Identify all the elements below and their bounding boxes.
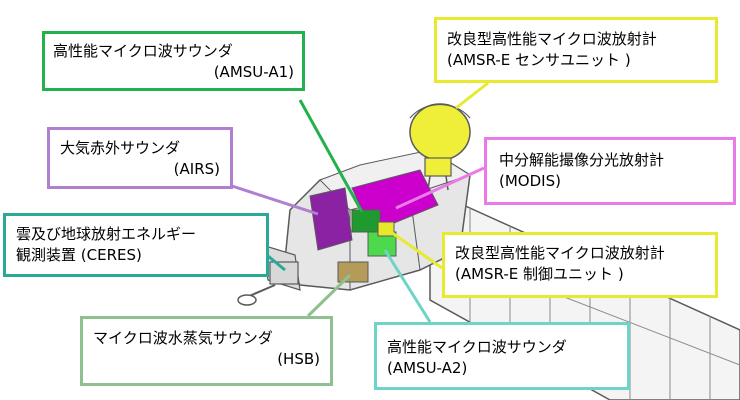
airs-instrument: [309, 187, 353, 251]
callout-modis-title: 中分解能撮像分光放射計: [499, 151, 665, 169]
callout-modis-code: (MODIS): [499, 172, 561, 190]
callout-ceres: 雲及び地球放射エネルギー 観測装置 (CERES): [3, 213, 269, 277]
callout-airs: 大気赤外サウンダ (AIRS): [47, 127, 233, 189]
airs-leader: [231, 184, 319, 216]
callout-airs-code: (AIRS): [173, 160, 220, 178]
callout-amsr-control-title: 改良型高性能マイクロ波放射計: [455, 244, 665, 262]
callout-airs-title: 大気赤外サウンダ: [60, 139, 181, 157]
amsu-a1-instrument: [351, 209, 381, 233]
callout-amsu-a1-title: 高性能マイクロ波サウンダ: [53, 42, 233, 60]
amsr-antenna: [409, 103, 471, 191]
callout-amsr-sensor: 改良型高性能マイクロ波放射計 (AMSR-E センサユニット ): [434, 17, 718, 83]
ceres-instrument: [269, 261, 299, 285]
amsu-a1-leader: [298, 99, 364, 213]
callout-amsu-a2-title: 高性能マイクロ波サウンダ: [387, 338, 567, 356]
amsr-control-leader: [387, 228, 443, 270]
callout-amsu-a1: 高性能マイクロ波サウンダ (AMSU-A1): [42, 31, 305, 91]
callout-ceres-code: 観測装置 (CERES): [16, 246, 142, 264]
callout-amsr-sensor-code: (AMSR-E センサユニット ): [447, 51, 631, 69]
callout-amsu-a1-code: (AMSU-A1): [213, 63, 294, 81]
hsb-instrument: [337, 261, 369, 283]
modis-leader: [395, 166, 485, 210]
callout-ceres-title: 雲及び地球放射エネルギー: [16, 225, 197, 243]
ceres-leader: [267, 254, 286, 272]
callout-amsr-control-code: (AMSR-E 制御ユニット ): [455, 265, 624, 283]
amsr-sensor-leader: [455, 81, 489, 110]
callout-amsr-control: 改良型高性能マイクロ波放射計 (AMSR-E 制御ユニット ): [442, 232, 718, 298]
callout-amsu-a2: 高性能マイクロ波サウンダ (AMSU-A2): [374, 322, 630, 390]
callout-hsb-title: マイクロ波水蒸気サウンダ: [93, 329, 273, 347]
callout-amsr-sensor-title: 改良型高性能マイクロ波放射計: [447, 30, 657, 48]
hsb-leader: [306, 273, 352, 318]
amsu-a2-leader: [383, 249, 432, 323]
callout-modis: 中分解能撮像分光放射計 (MODIS): [484, 137, 736, 205]
callout-hsb-code: (HSB): [277, 350, 320, 368]
callout-amsu-a2-code: (AMSU-A2): [387, 359, 468, 377]
callout-hsb: マイクロ波水蒸気サウンダ (HSB): [80, 316, 333, 386]
